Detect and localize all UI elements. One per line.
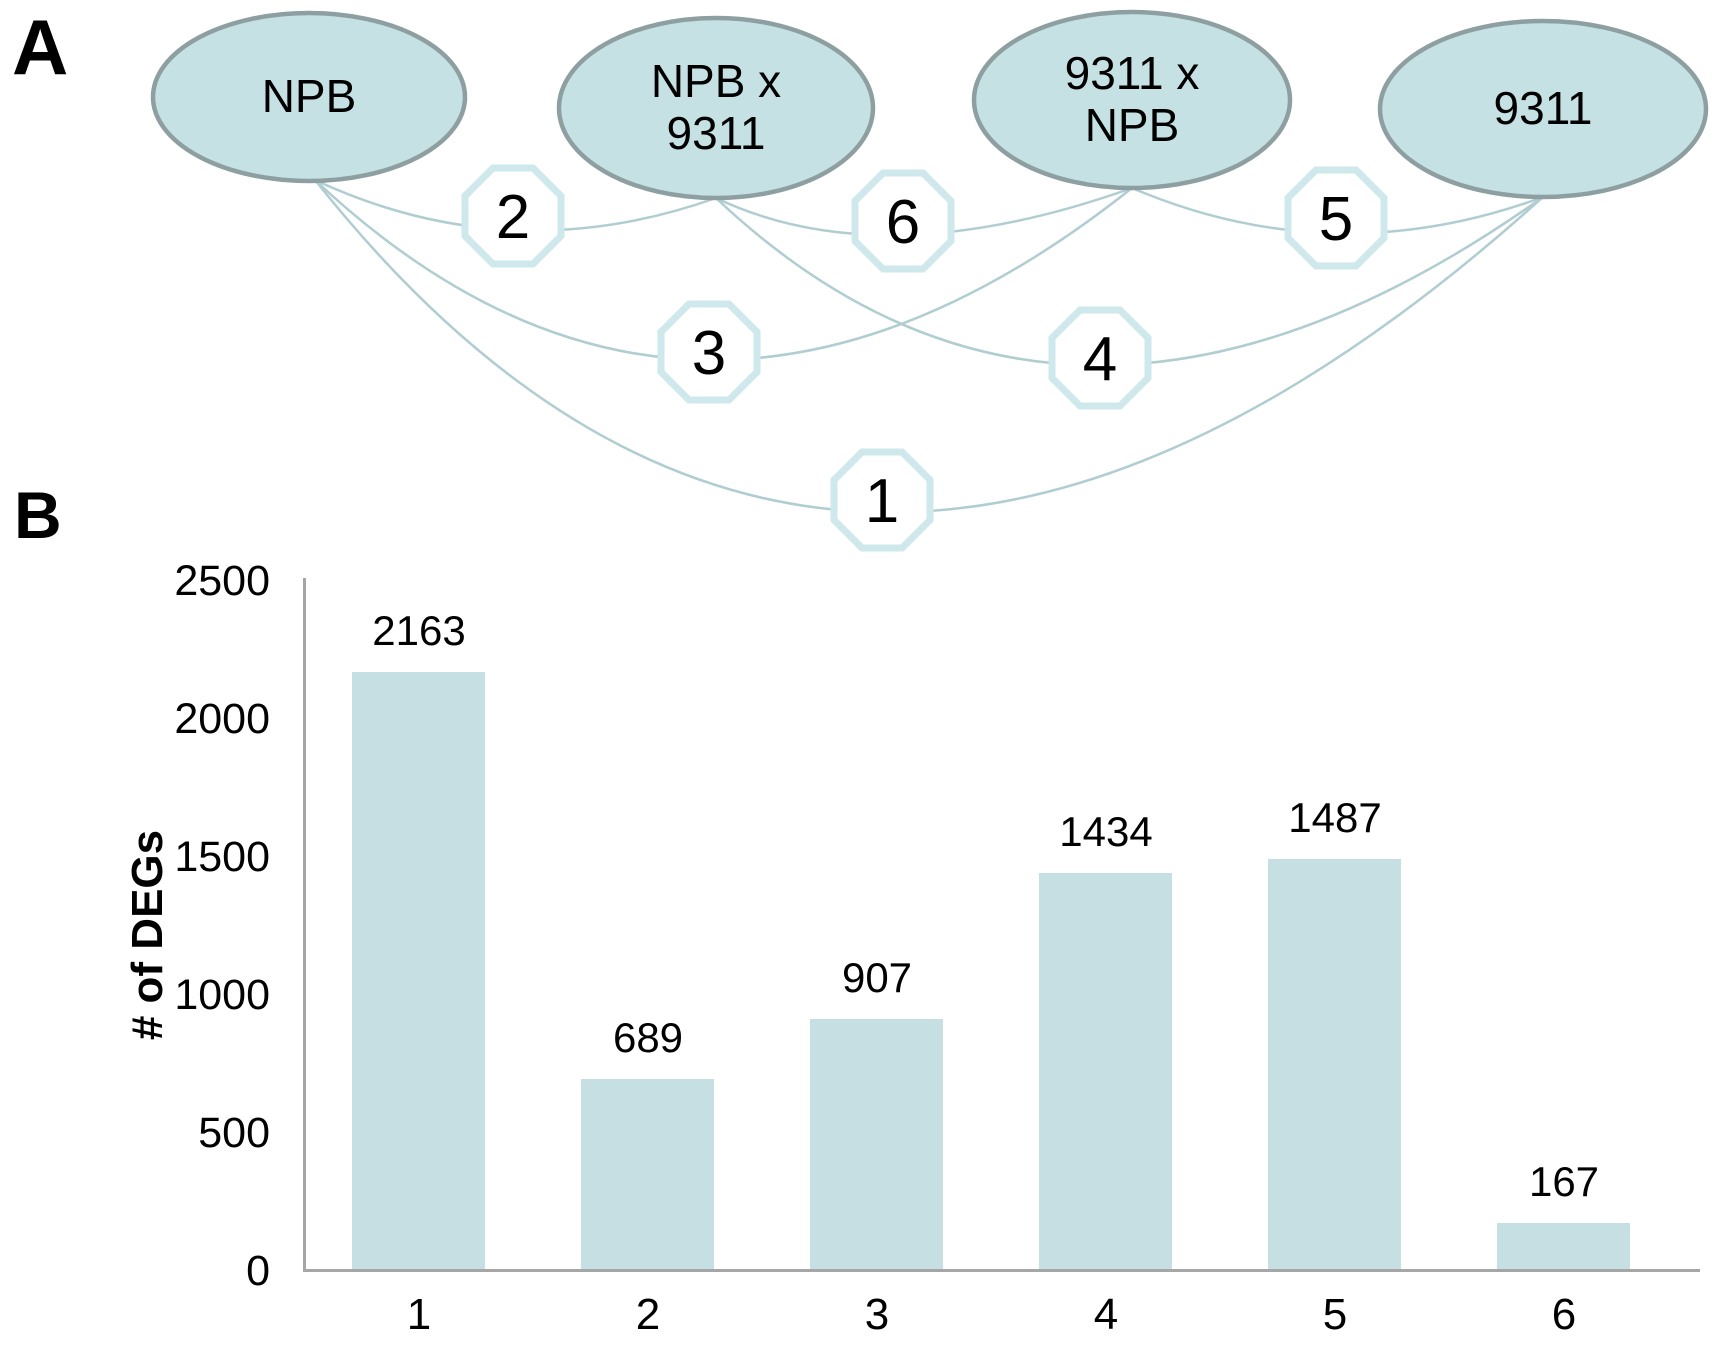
- bar-value-label: 167: [1528, 1158, 1600, 1205]
- node-npb-x-9311: [556, 15, 876, 201]
- node-npb-x-9311-label-line2: 9311: [667, 107, 766, 159]
- bar-value-label: 907: [841, 954, 913, 1001]
- y-tick-label: 1500: [174, 833, 270, 881]
- node-9311-label: 9311: [1494, 82, 1593, 134]
- octagon-icon: [461, 164, 565, 268]
- x-tick-label: 5: [1322, 1290, 1348, 1339]
- bar-category-3: [810, 1019, 943, 1269]
- node-9311-x-npb-label-line1: 9311 x: [1065, 47, 1200, 99]
- node-9311: [1377, 18, 1709, 200]
- node-npb-x-9311-label-line1: NPB x: [651, 55, 781, 107]
- comparison-badge-6: 6: [851, 169, 955, 273]
- comparison-badge-5: 5: [1284, 166, 1388, 270]
- y-axis-line: [303, 578, 306, 1271]
- comparison-badge-1: 1: [830, 448, 934, 552]
- bar-category-5: [1268, 859, 1401, 1269]
- bar-category-1: [352, 672, 485, 1269]
- y-tick-label: 2500: [174, 557, 270, 605]
- octagon-icon: [1284, 166, 1388, 270]
- badge-number: 6: [886, 188, 920, 257]
- comparison-badge-4: 4: [1048, 306, 1152, 410]
- y-tick-label: 0: [246, 1247, 270, 1295]
- x-tick-label: 4: [1093, 1290, 1119, 1339]
- badge-number: 3: [692, 319, 726, 388]
- x-axis-line: [303, 1269, 1700, 1272]
- node-9311-x-npb: [971, 9, 1293, 191]
- bar-value-label: 1434: [1059, 808, 1153, 855]
- badges-group: 1 2 3 4 5 6: [461, 164, 1388, 552]
- x-tick-label: 2: [635, 1290, 661, 1339]
- node-9311-x-npb-label-line2: NPB: [1085, 99, 1180, 151]
- comparison-badge-3: 3: [657, 300, 761, 404]
- bar-category-4: [1039, 873, 1172, 1269]
- comparison-badge-2: 2: [461, 164, 565, 268]
- bar-category-2: [581, 1079, 714, 1269]
- bar-value-label: 1487: [1288, 794, 1382, 841]
- badge-number: 2: [496, 183, 530, 252]
- badge-number: 5: [1319, 185, 1353, 254]
- y-tick-label: 2000: [174, 695, 270, 743]
- panel-b-label: B: [14, 478, 62, 552]
- octagon-icon: [1048, 306, 1152, 410]
- octagon-icon: [830, 448, 934, 552]
- badge-number: 1: [865, 467, 899, 536]
- octagon-icon: [851, 169, 955, 273]
- bar-category-6: [1497, 1223, 1630, 1269]
- x-tick-label: 6: [1551, 1290, 1577, 1339]
- x-tick-label: 3: [864, 1290, 890, 1339]
- y-tick-label: 1000: [174, 971, 270, 1019]
- bar-value-label: 2163: [372, 607, 466, 654]
- octagon-icon: [657, 300, 761, 404]
- y-tick-label: 500: [198, 1109, 270, 1157]
- node-npb: [150, 10, 468, 184]
- bar-value-label: 689: [612, 1014, 684, 1061]
- nodes-group: NPB NPB x 9311 9311 x NPB 9311: [150, 9, 1709, 201]
- node-npb-label: NPB: [262, 70, 357, 122]
- comparison-diagram: NPB NPB x 9311 9311 x NPB 9311 1 2 3: [150, 9, 1709, 552]
- x-tick-label: 1: [406, 1290, 432, 1339]
- badge-number: 4: [1083, 325, 1117, 394]
- panel-a-label: A: [12, 3, 69, 91]
